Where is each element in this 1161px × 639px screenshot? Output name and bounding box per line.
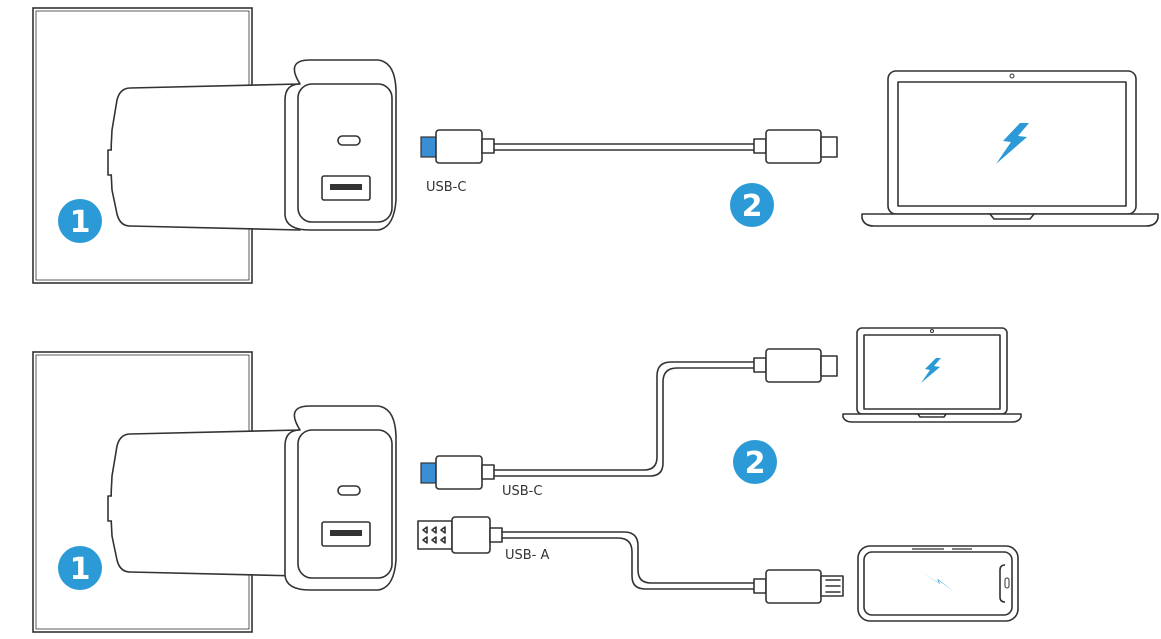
usb-a-cable: USB- A [417,516,844,604]
usb-c-label: USB-C [502,484,542,499]
usb-a-plug [417,520,453,550]
step-1-badge: 1 [58,199,102,243]
step-2-number: 2 [742,189,763,224]
usb-c-port [337,135,361,146]
laptop-icon [842,327,1022,423]
step-1-badge: 1 [58,546,102,590]
lightning-bolt-icon [996,123,1029,164]
usb-c-cable: USB-C [420,129,838,195]
wall-charger [107,59,397,231]
step-1-number: 1 [70,552,91,587]
usb-c-plug-tip [420,462,438,484]
step-2-badge: 2 [733,440,777,484]
step-2-badge: 2 [730,183,774,227]
step-2-number: 2 [745,446,766,481]
wall-charger [107,405,397,591]
usb-a-label: USB- A [505,548,550,563]
laptop-icon [861,70,1159,227]
step-1-number: 1 [70,205,91,240]
lightning-bolt-icon [921,358,941,383]
usb-c-port [337,485,361,496]
scenario-top: 1 USB-C 2 [32,7,1159,284]
usb-c-plug-tip [420,136,438,158]
scenario-bottom: 1 USB-C USB- A [32,327,1022,633]
phone-icon [857,545,1019,622]
usb-c-label: USB-C [426,180,466,195]
usb-c-cable: USB-C [420,348,838,499]
